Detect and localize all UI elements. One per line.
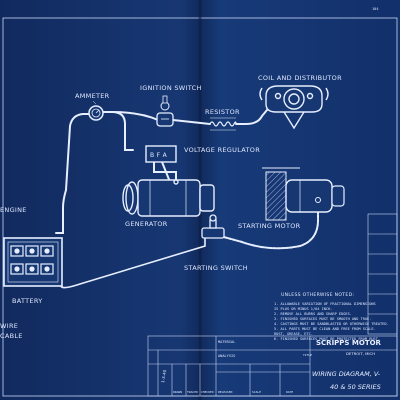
title-block-text: SCRIPPS MOTOR DETROIT, MICH WIRING DIAGR… (160, 339, 381, 394)
ammeter (88, 105, 104, 121)
note-line: 5. ALL PARTS MUST BE CLEAN AND FREE FROM… (274, 327, 376, 331)
tb-released: RELEASED (218, 390, 233, 394)
coil-and-distributor (259, 85, 329, 130)
note-line: RUST, GREASE, ETC. (274, 332, 313, 336)
note-line: 2. REMOVE ALL BURRS AND SHARP EDGES. (274, 312, 352, 316)
wiring-harness (55, 103, 319, 289)
tb-title: TITLE (303, 353, 312, 357)
wire-ignition-resistor (172, 119, 211, 125)
tb-analysis: ANALYSIS (218, 354, 235, 358)
note-line: 1. ALLOWABLE VARIATION OF FRACTIONAL DIM… (274, 302, 376, 306)
drawing-title: WIRING DIAGRAM, V- (312, 370, 381, 378)
battery-label: BATTERY (12, 297, 43, 305)
coil-distributor-label: COIL AND DISTRIBUTOR (258, 74, 342, 82)
wire-regulator-generator-2 (161, 161, 171, 183)
generator (122, 179, 215, 217)
cable-switch-motor (219, 203, 319, 250)
note-line: IS PLUS OR MINUS 1/64 INCH. (274, 307, 332, 311)
cable-label: CABLE (0, 332, 23, 340)
note-line: 6. FINISHED SURFACES MUST BE PROTECTED F… (274, 337, 380, 341)
note-line: 4. CASTINGS MUST BE SANDBLASTED OR OTHER… (274, 322, 389, 326)
company-city: DETROIT, MICH (346, 351, 375, 356)
general-notes: UNLESS OTHERWISE NOTED: 1. ALLOWABLE VAR… (274, 292, 389, 341)
drawing-subtitle: 40 & 50 SERIES (330, 383, 381, 391)
tb-drawn: DRAWN (173, 390, 182, 394)
voltage-regulator: B F A (145, 145, 177, 163)
tb-scale: SCALE (252, 390, 261, 394)
voltage-regulator-label: VOLTAGE REGULATOR (184, 146, 260, 154)
note-line: 3. FINISHED SURFACES MUST BE SMOOTH AND … (274, 317, 371, 321)
starting-motor (262, 167, 345, 221)
wire-label: WIRE (0, 322, 18, 330)
tb-checked: CHECKED (201, 390, 214, 394)
battery (3, 237, 63, 287)
wire-ammeter-ignition (111, 111, 159, 121)
wire-ammeter-regulator (101, 111, 134, 151)
company-name: SCRIPPS MOTOR (316, 339, 382, 347)
sheet-number: 104 (372, 7, 379, 11)
generator-label: GENERATOR (125, 220, 168, 228)
starting-switch (201, 214, 225, 239)
tb-date: DATE (286, 390, 293, 394)
ignition-switch (156, 95, 174, 127)
regulator-terminals: B F A (150, 152, 168, 159)
revision-date: 1-3-40 (160, 369, 167, 383)
starting-switch-label: STARTING SWITCH (184, 264, 248, 272)
resistor (209, 117, 237, 131)
notes-heading: UNLESS OTHERWISE NOTED: (281, 292, 354, 298)
starting-motor-label: STARTING MOTOR (238, 222, 301, 230)
ignition-switch-label: IGNITION SWITCH (140, 84, 202, 92)
revision-strip (367, 213, 398, 335)
tb-traced: TRACED (187, 390, 198, 394)
wire-resistor-coil (235, 103, 273, 125)
resistor-label: RESISTOR (205, 108, 240, 116)
wire-battery-to-ammeter (55, 113, 93, 234)
engine-label: ENGINE (0, 206, 27, 214)
tb-material: MATERIAL (218, 340, 235, 344)
title-block (147, 335, 398, 397)
ammeter-label: AMMETER (75, 92, 110, 100)
cable-battery-switch (60, 235, 206, 289)
